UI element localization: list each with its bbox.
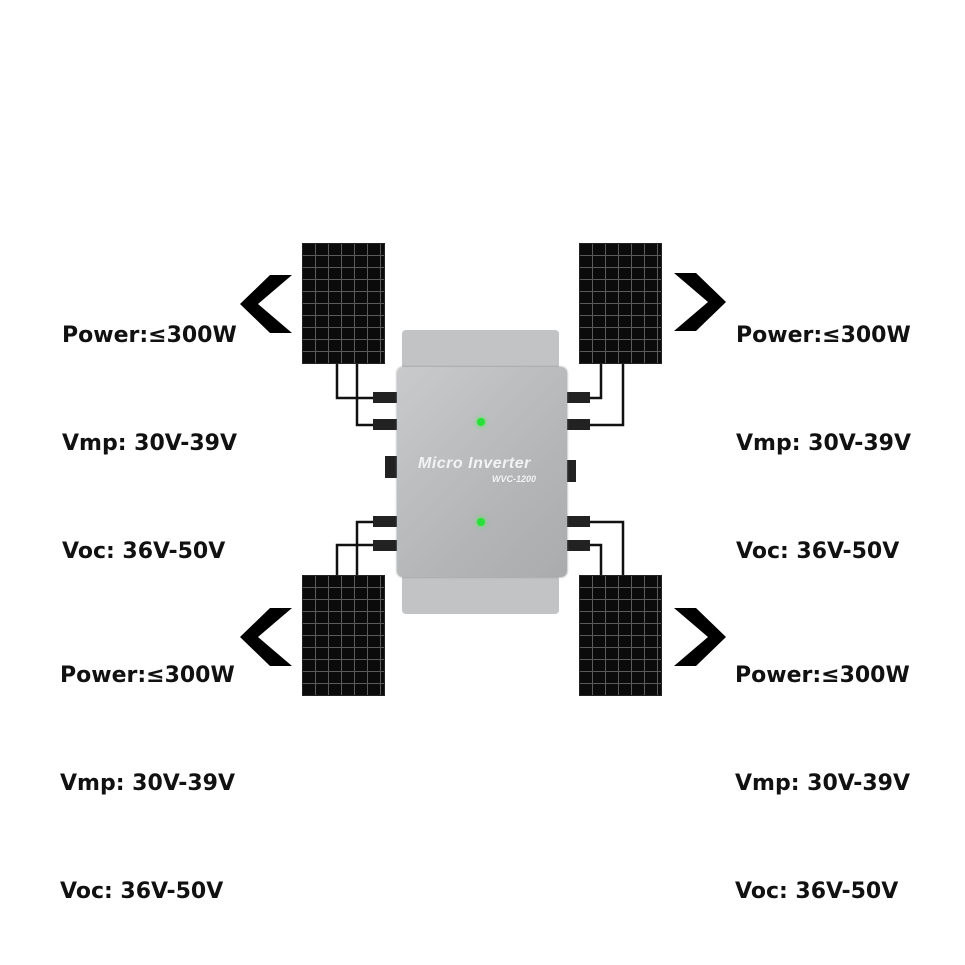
- spec-voc: Voc: 36V-50V: [60, 879, 224, 904]
- spec-vmp: Vmp: 30V-39V: [60, 771, 235, 796]
- chevron-left-icon: [240, 608, 292, 666]
- spec-vmp: Vmp: 30V-39V: [62, 431, 237, 456]
- status-led-top: [477, 418, 485, 426]
- spec-power: Power:≤300W: [62, 323, 237, 348]
- spec-power: Power:≤300W: [60, 663, 235, 688]
- solar-panel-bottom-right: [579, 575, 662, 696]
- spec-block-bottom-right: Power:≤300W Vmp: 30V-39V Voc: 36V-50V: [735, 586, 910, 946]
- chevron-right-icon: [674, 608, 726, 666]
- spec-voc: Voc: 36V-50V: [62, 539, 226, 564]
- spec-voc: Voc: 36V-50V: [735, 879, 899, 904]
- spec-vmp: Vmp: 30V-39V: [736, 431, 911, 456]
- status-led-bottom: [477, 518, 485, 526]
- spec-block-bottom-left: Power:≤300W Vmp: 30V-39V Voc: 36V-50V: [60, 586, 235, 946]
- spec-vmp: Vmp: 30V-39V: [735, 771, 910, 796]
- inverter-model: WVC-1200: [492, 474, 537, 484]
- micro-inverter: [397, 367, 567, 577]
- spec-voc: Voc: 36V-50V: [736, 539, 900, 564]
- solar-panel-top-right: [579, 243, 662, 364]
- chevron-right-icon: [674, 273, 726, 331]
- spec-power: Power:≤300W: [736, 323, 911, 348]
- mounting-flange-top: [402, 330, 559, 368]
- chevron-left-icon: [240, 275, 292, 333]
- spec-block-top-left: Power:≤300W Vmp: 30V-39V Voc: 36V-50V: [62, 246, 237, 606]
- solar-panel-top-left: [302, 243, 385, 364]
- spec-power: Power:≤300W: [735, 663, 910, 688]
- solar-panel-bottom-left: [302, 575, 385, 696]
- mounting-flange-bottom: [402, 576, 559, 614]
- inverter-title: Micro Inverter: [418, 455, 531, 472]
- spec-block-top-right: Power:≤300W Vmp: 30V-39V Voc: 36V-50V: [736, 246, 911, 606]
